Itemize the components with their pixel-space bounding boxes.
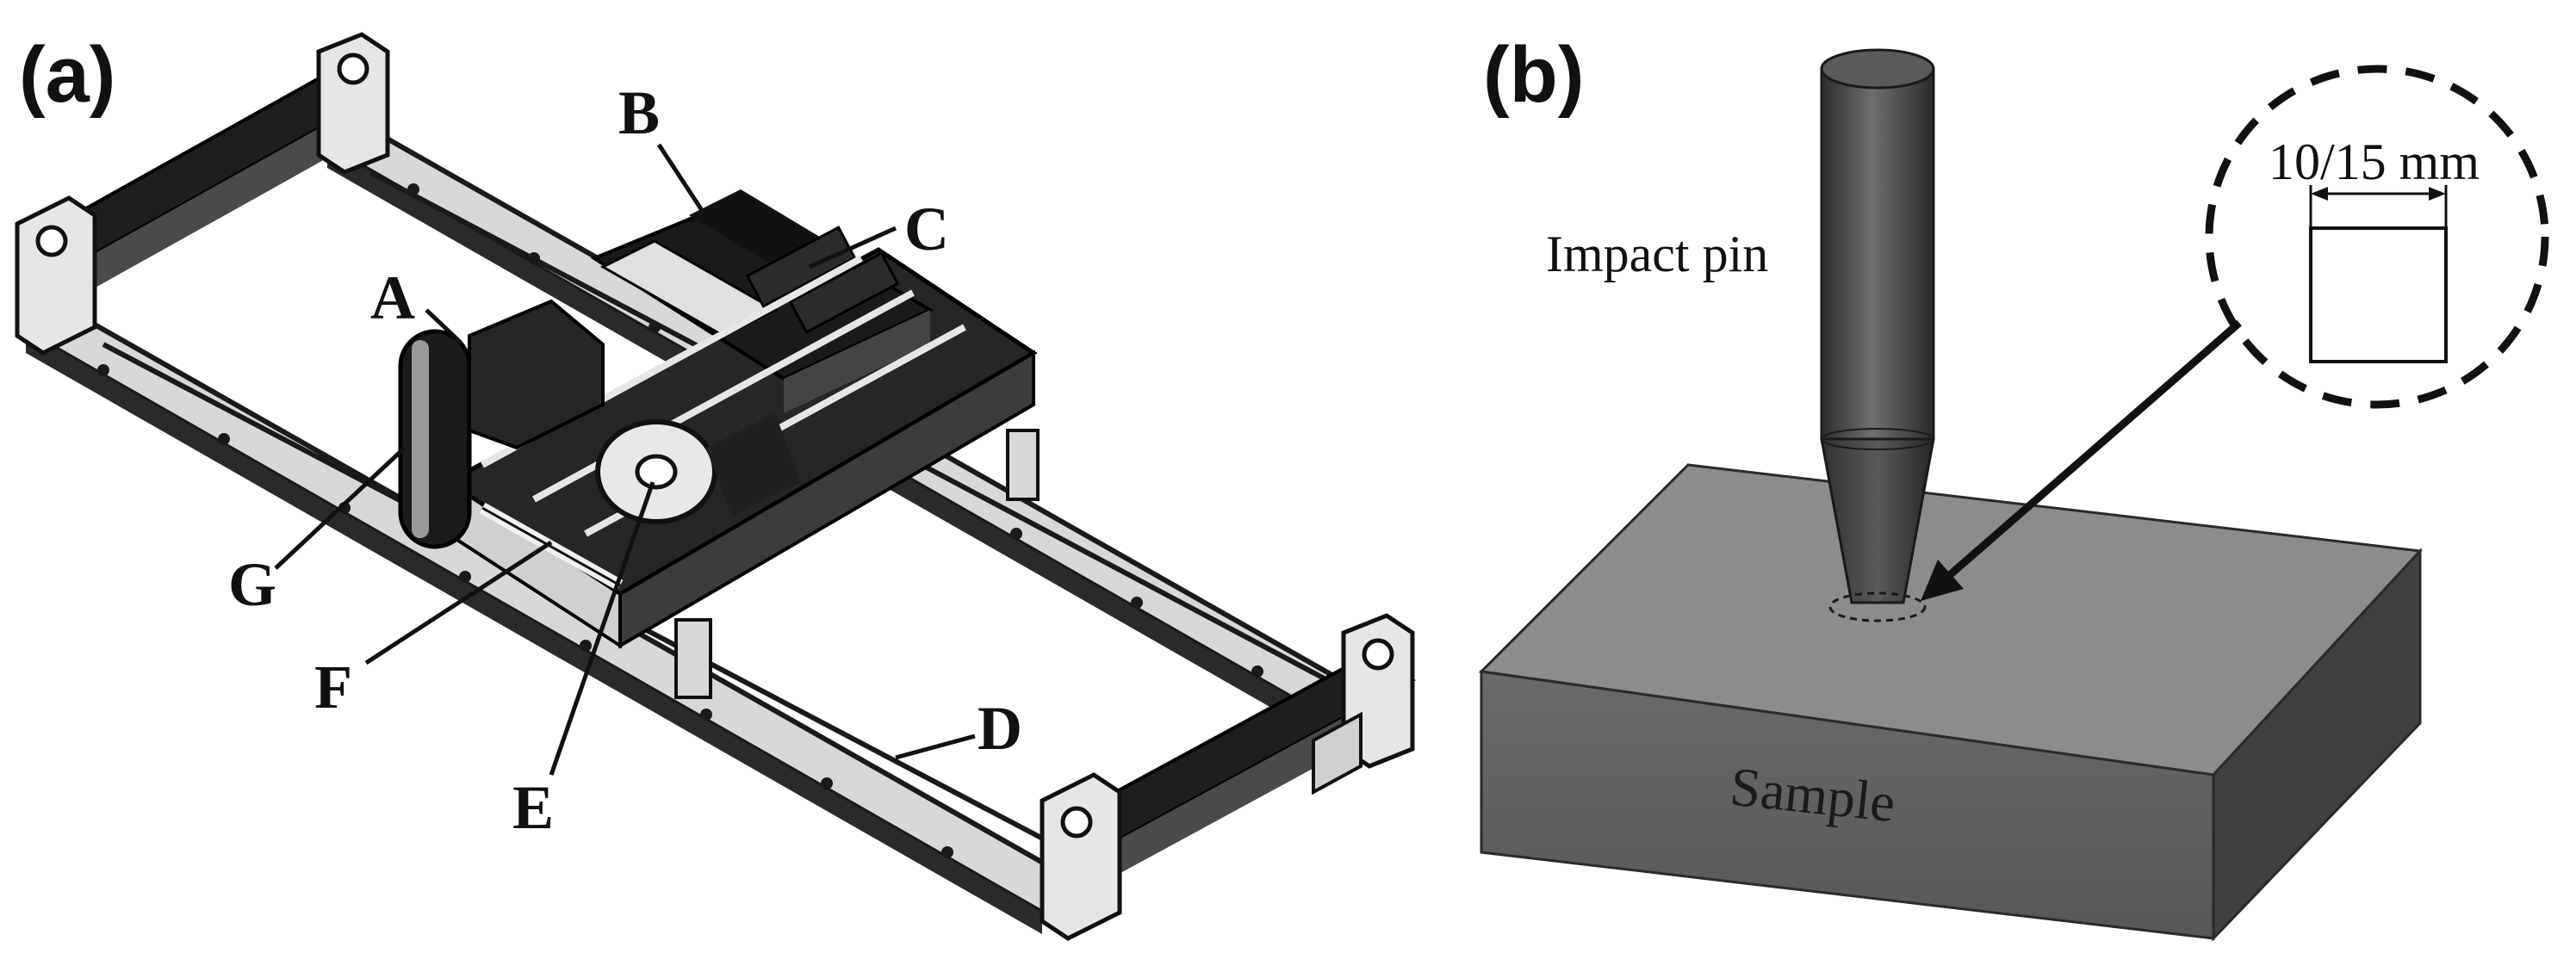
callout-arrow-line xyxy=(1935,319,2242,589)
leader-b xyxy=(656,143,711,221)
impact-footprint xyxy=(1828,591,1927,622)
label-b: B xyxy=(618,78,660,147)
label-e: E xyxy=(512,773,554,842)
detail-square xyxy=(2309,226,2448,363)
motor-housing xyxy=(398,329,472,549)
label-f: F xyxy=(314,653,352,721)
panel-b-tag: (b) xyxy=(1483,31,1584,119)
dimension-arrow-right xyxy=(2429,187,2446,201)
label-c: C xyxy=(904,195,949,263)
leader-c xyxy=(808,226,897,269)
part-labels: A B C D E F G xyxy=(228,78,1022,842)
carriage-assembly xyxy=(398,189,1040,699)
panel-a: (a) xyxy=(15,31,1417,941)
rail-front-long-edge xyxy=(26,331,1042,934)
leader-a xyxy=(425,308,462,344)
pin-cone xyxy=(1820,437,1935,604)
panel-b: (b) Sample Impact pin 10/15 mm xyxy=(1478,31,2549,942)
leader-g xyxy=(274,446,407,570)
callout-arrowhead xyxy=(1921,560,1964,601)
left-cross-beam xyxy=(15,32,390,356)
impact-pin: Impact pin xyxy=(1546,48,1935,622)
detail-circle xyxy=(2205,65,2549,409)
impact-pin-label: Impact pin xyxy=(1546,226,1768,282)
dimension-arrow-left xyxy=(2311,187,2328,201)
label-g: G xyxy=(228,550,276,619)
detail-dimension-label: 10/15 mm xyxy=(2269,133,2480,190)
panel-a-tag: (a) xyxy=(19,31,115,119)
detail-callout: 10/15 mm xyxy=(1921,65,2549,601)
sample-side-face xyxy=(2212,548,2422,942)
rail-bolts xyxy=(97,183,1263,858)
label-d: D xyxy=(978,694,1022,763)
leader-e xyxy=(549,481,655,776)
machine-drawing: A B C D E F G xyxy=(15,32,1417,941)
leader-d xyxy=(895,734,976,760)
pin-shaft xyxy=(1820,67,1935,441)
right-cross-beam xyxy=(1040,613,1417,941)
leader-f xyxy=(364,540,553,665)
sample-block: Sample xyxy=(1478,463,2424,942)
label-a: A xyxy=(370,263,415,332)
